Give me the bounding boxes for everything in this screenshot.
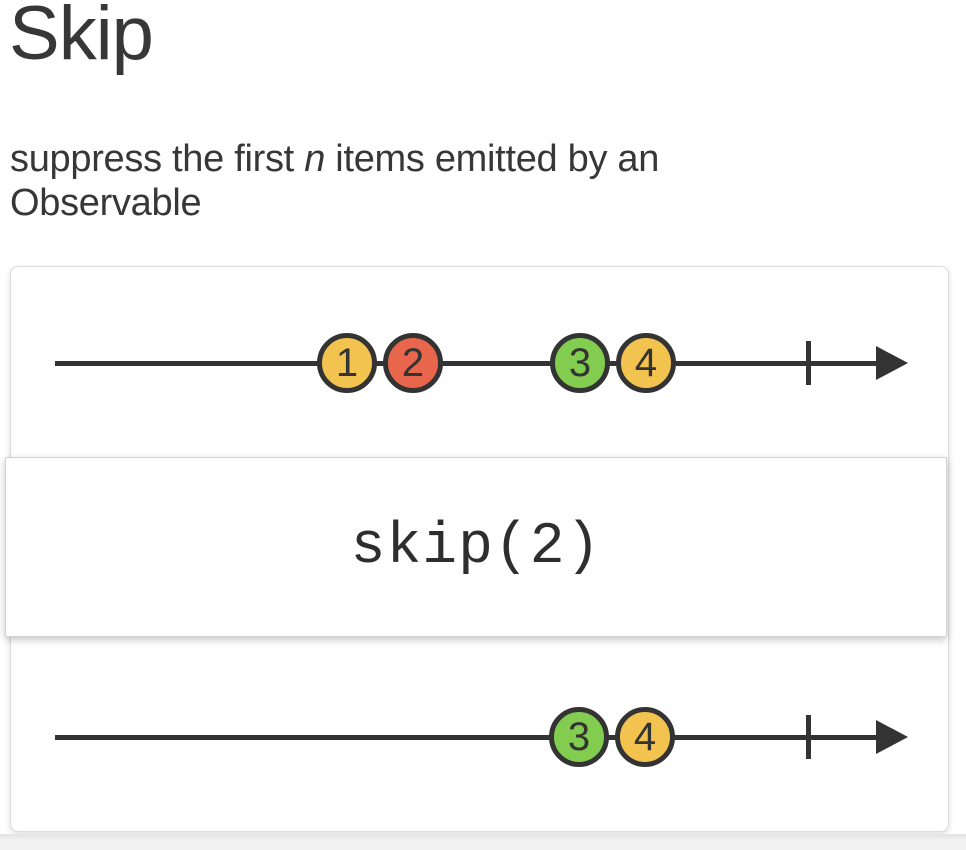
description-text: items emitted by an <box>325 138 660 180</box>
arrow-head-icon <box>876 346 908 380</box>
timeline-line <box>55 735 878 740</box>
marble[interactable]: 3 <box>549 707 609 767</box>
marble[interactable]: 3 <box>550 333 610 393</box>
operator-description: suppress the first n items emitted by an… <box>10 137 910 225</box>
arrow-head-icon <box>876 720 908 754</box>
complete-tick[interactable] <box>806 341 811 385</box>
page-title: Skip <box>9 0 154 76</box>
marble[interactable]: 1 <box>317 333 377 393</box>
marble[interactable]: 4 <box>616 333 676 393</box>
operator-label: skip(2) <box>350 514 602 580</box>
description-text: suppress the first <box>10 138 305 180</box>
description-text: Observable <box>10 182 202 224</box>
timeline-line <box>55 361 878 366</box>
description-emphasis: n <box>304 138 326 180</box>
marble[interactable]: 2 <box>383 333 443 393</box>
operator-box: skip(2) <box>5 457 947 637</box>
complete-tick[interactable] <box>806 715 811 759</box>
marble[interactable]: 4 <box>615 707 675 767</box>
page-footer-strip <box>0 834 966 850</box>
